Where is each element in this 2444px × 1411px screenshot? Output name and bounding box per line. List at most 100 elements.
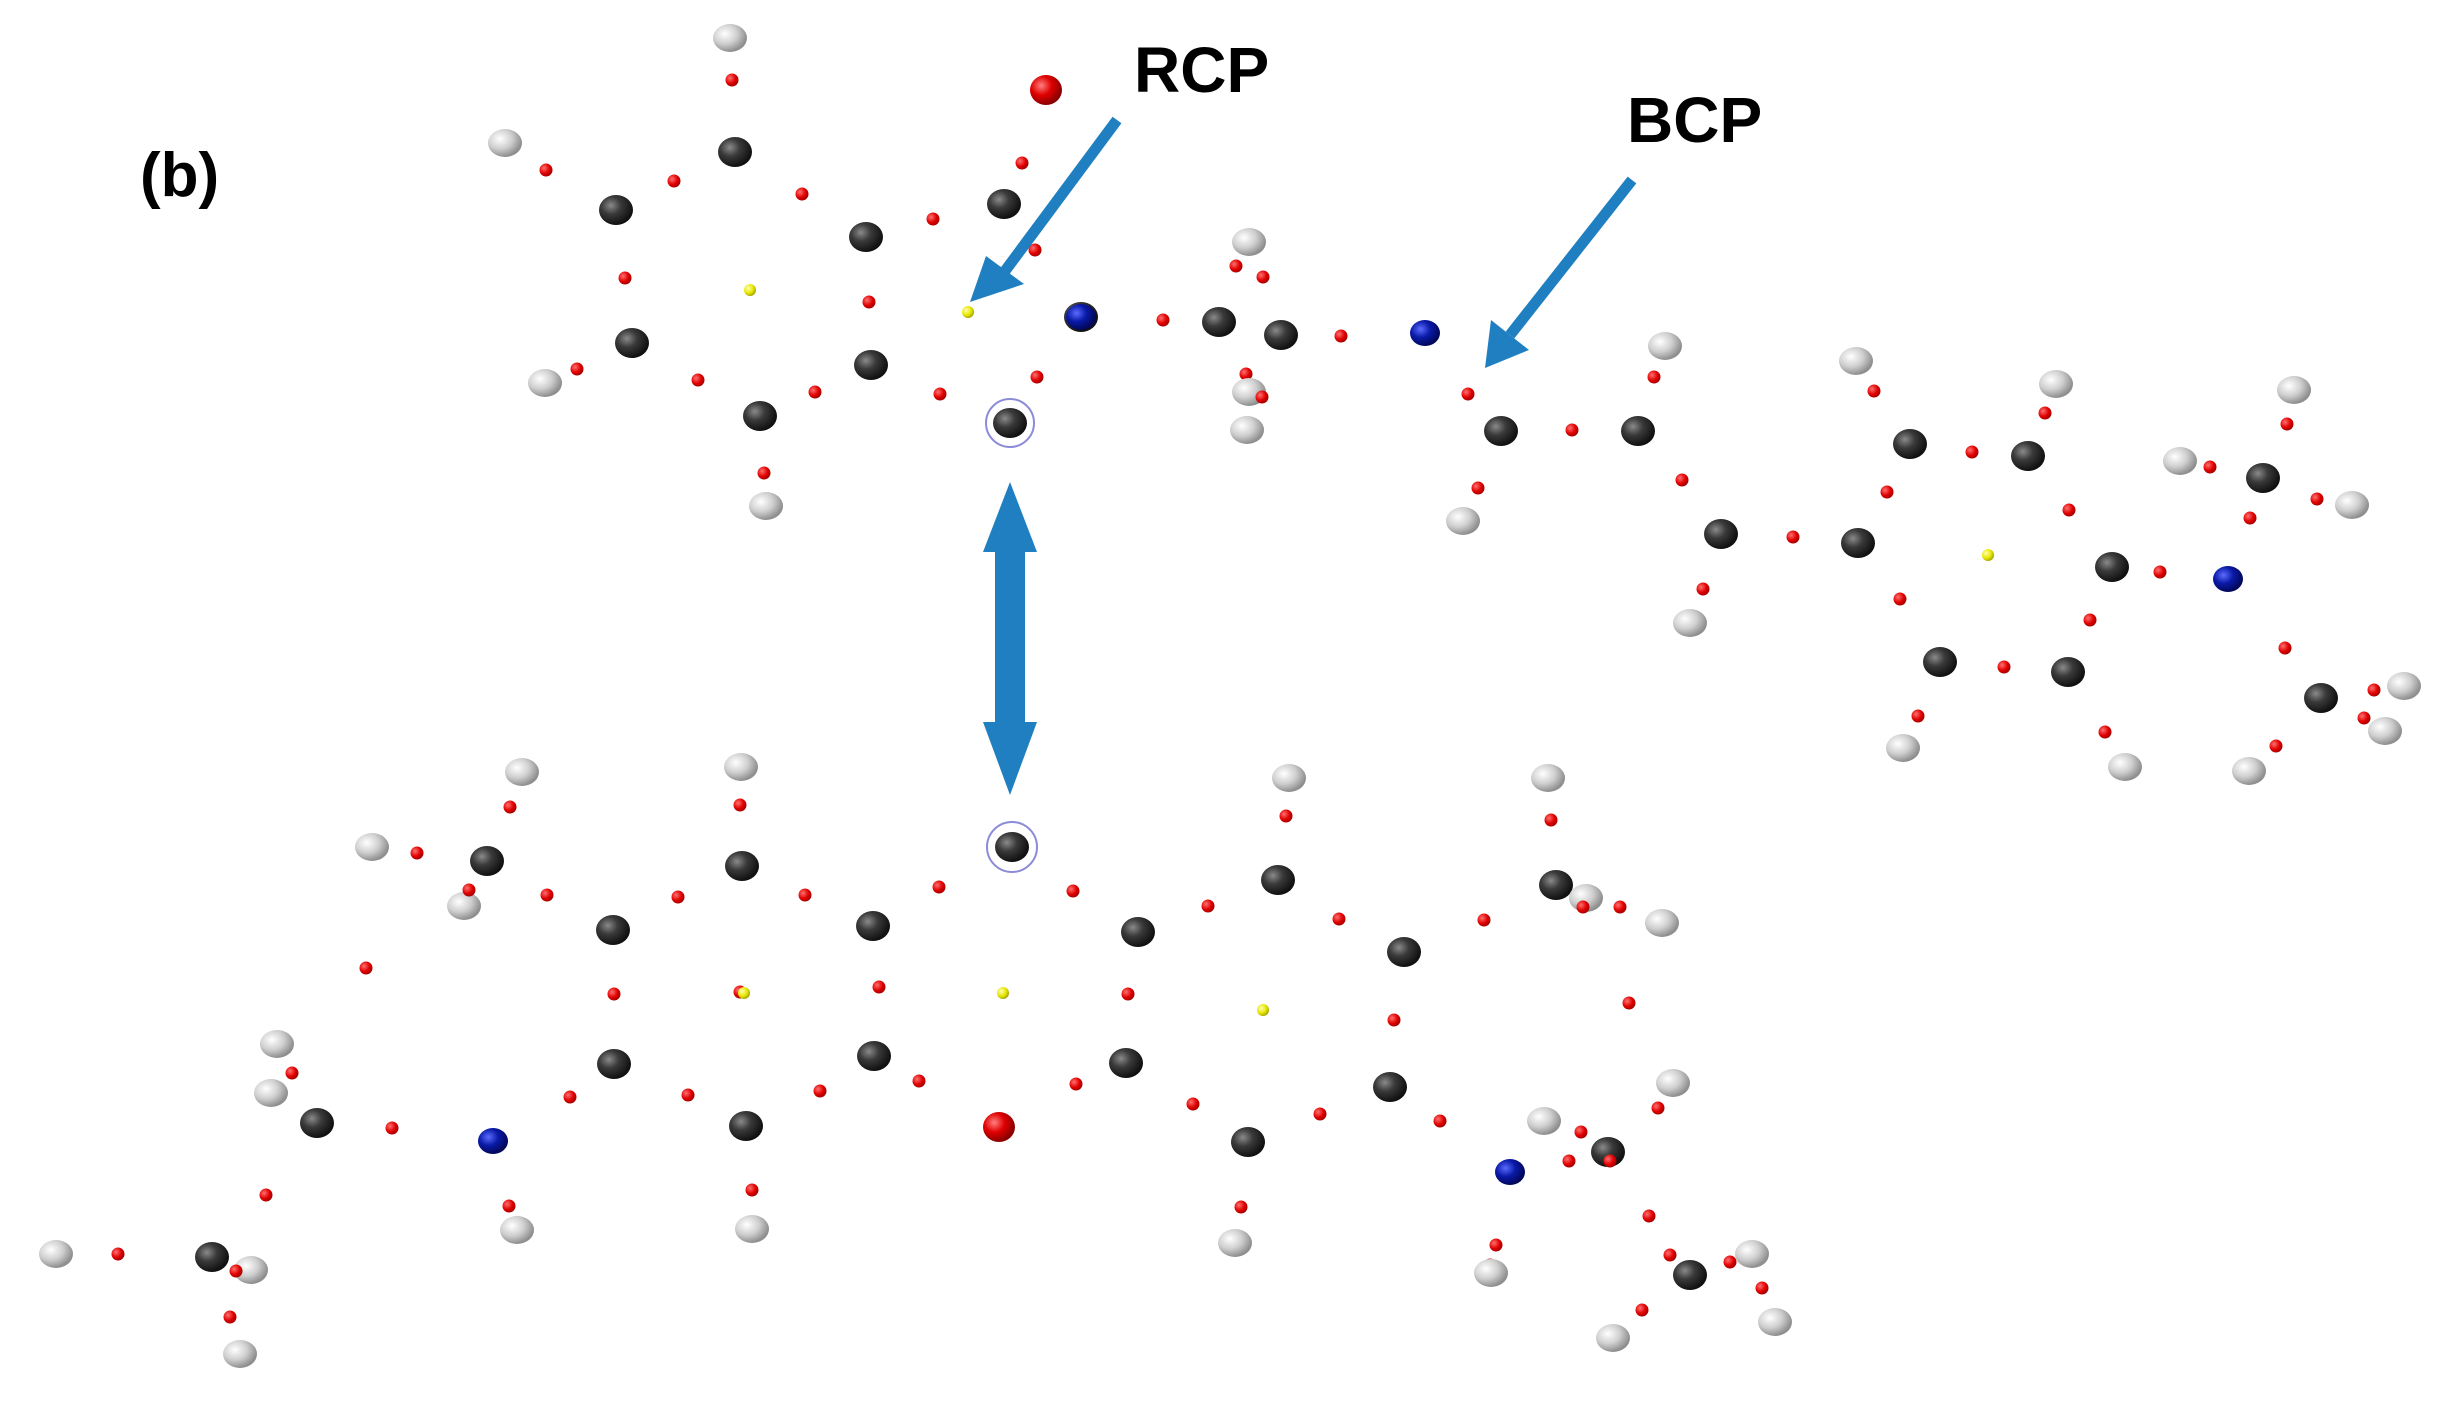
bond-critical-point: [1603, 1154, 1617, 1168]
bond-critical-point: [1893, 592, 1907, 606]
bond-critical-point: [1256, 270, 1270, 284]
ring-critical-point: [1257, 1004, 1269, 1016]
bond-critical-point: [359, 961, 373, 975]
bond-critical-point: [745, 1183, 759, 1197]
carbon-atom: [615, 328, 649, 358]
hydrogen-atom: [1839, 347, 1873, 375]
hydrogen-atom: [2277, 376, 2311, 404]
carbon-atom: [725, 851, 759, 881]
carbon-atom: [2246, 463, 2280, 493]
bond-critical-point: [1613, 900, 1627, 914]
ring-critical-point: [997, 987, 1009, 999]
bond-critical-point: [2203, 460, 2217, 474]
bond-critical-point: [1574, 1125, 1588, 1139]
bond-critical-point: [1229, 259, 1243, 273]
carbon-atom: [599, 195, 633, 225]
bond-critical-point: [2367, 683, 2381, 697]
bond-critical-point: [2062, 503, 2076, 517]
bond-critical-point: [1786, 530, 1800, 544]
hydrogen-atom: [1218, 1229, 1252, 1257]
bond-critical-point: [1477, 913, 1491, 927]
hydrogen-atom: [1673, 609, 1707, 637]
hydrogen-atom: [528, 369, 562, 397]
atoms-layer: [39, 24, 2421, 1368]
panel-label: (b): [140, 141, 219, 210]
carbon-atom: [2011, 441, 2045, 471]
hydrogen-atom: [1645, 909, 1679, 937]
hydrogen-atom: [1446, 507, 1480, 535]
hydrogen-atom: [2387, 672, 2421, 700]
bond-critical-point: [1997, 660, 2011, 674]
nitrogen-atom: [1410, 320, 1440, 346]
hydrogen-atom: [1531, 764, 1565, 792]
hydrogen-atom: [505, 758, 539, 786]
bond-critical-point: [808, 385, 822, 399]
hydrogen-atom: [260, 1030, 294, 1058]
rcp-label: RCP: [1134, 34, 1269, 106]
bond-critical-point: [795, 187, 809, 201]
bond-critical-point: [1279, 809, 1293, 823]
bond-critical-point: [1489, 1238, 1503, 1252]
bond-critical-point: [872, 980, 886, 994]
bond-critical-point: [691, 373, 705, 387]
hydrogen-atom: [1527, 1107, 1561, 1135]
carbon-atom: [597, 1049, 631, 1079]
hydrogen-atom: [749, 492, 783, 520]
carbon-atom: [1261, 865, 1295, 895]
carbon-atom: [1231, 1127, 1265, 1157]
oxygen-atom: [1030, 75, 1062, 105]
bond-critical-point: [681, 1088, 695, 1102]
hydrogen-atom: [2335, 491, 2369, 519]
bond-critical-point: [757, 466, 771, 480]
carbon-atom: [1841, 528, 1875, 558]
bond-critical-point: [285, 1066, 299, 1080]
hydrogen-atom: [2368, 717, 2402, 745]
carbon-atom: [854, 350, 888, 380]
hydrogen-atom: [1474, 1259, 1508, 1287]
carbon-atom: [1202, 307, 1236, 337]
bond-critical-point: [503, 800, 517, 814]
carbon-atom: [1591, 1137, 1625, 1167]
hydrogen-atom: [500, 1216, 534, 1244]
nitrogen-atom: [1066, 304, 1096, 330]
bond-critical-point: [2038, 406, 2052, 420]
carbon-atom: [995, 832, 1029, 862]
bcp-label: BCP: [1627, 84, 1762, 156]
bond-critical-point: [667, 174, 681, 188]
bond-critical-point: [607, 987, 621, 1001]
bond-critical-point: [1255, 390, 1269, 404]
bond-critical-point: [1562, 1154, 1576, 1168]
hydrogen-atom: [355, 833, 389, 861]
bcp-arrow: [1485, 176, 1637, 368]
hydrogen-atom: [254, 1079, 288, 1107]
bond-critical-point: [1675, 473, 1689, 487]
bond-critical-point: [1880, 485, 1894, 499]
hydrogen-atom: [1735, 1240, 1769, 1268]
bond-critical-point: [1461, 387, 1475, 401]
bond-critical-point: [1332, 912, 1346, 926]
carbon-atom: [2095, 552, 2129, 582]
bond-critical-point: [539, 163, 553, 177]
bond-critical-point: [1651, 1101, 1665, 1115]
bond-critical-point: [385, 1121, 399, 1135]
carbon-atom: [729, 1111, 763, 1141]
bond-critical-point: [926, 212, 940, 226]
bond-critical-point: [570, 362, 584, 376]
bond-critical-point: [2083, 613, 2097, 627]
bond-critical-point: [1121, 987, 1135, 1001]
hydrogen-atom: [1886, 734, 1920, 762]
bond-critical-point: [2153, 565, 2167, 579]
selection-ring-lower: [986, 821, 1038, 873]
bond-critical-point: [1755, 1281, 1769, 1295]
carbon-atom: [857, 1041, 891, 1071]
bond-critical-point: [1069, 1077, 1083, 1091]
carbon-atom: [1121, 917, 1155, 947]
carbon-atom: [849, 222, 883, 252]
oxygen-atom: [983, 1112, 1015, 1142]
bond-critical-point: [1622, 996, 1636, 1010]
ring-critical-point: [744, 284, 756, 296]
bond-critical-point: [259, 1188, 273, 1202]
bond-critical-point: [1433, 1114, 1447, 1128]
bond-critical-point: [671, 890, 685, 904]
carbon-atom: [1893, 429, 1927, 459]
